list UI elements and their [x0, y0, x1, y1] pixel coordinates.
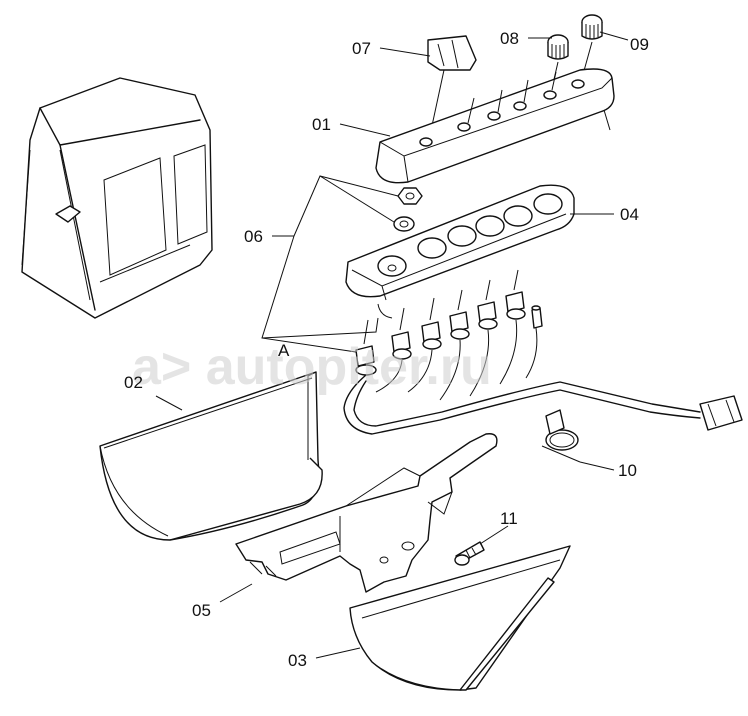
- cover-plate-01: [375, 68, 615, 184]
- cover-03: [349, 545, 571, 691]
- toggle-switch: [449, 289, 470, 340]
- label-06: 06: [244, 227, 263, 246]
- cover-02: [99, 371, 323, 541]
- label-10: 10: [618, 461, 637, 480]
- label-02: 02: [124, 373, 143, 392]
- bracket-05: [235, 433, 498, 593]
- wire-harness: [343, 319, 743, 435]
- label-07: 07: [352, 39, 371, 58]
- toggle-switch: [421, 297, 442, 350]
- watermark: a> autopiter.ru: [132, 338, 492, 396]
- label-11: 11: [500, 509, 518, 528]
- cab-overview: [21, 77, 213, 319]
- leader-lines: [155, 31, 629, 659]
- screw-11: [454, 541, 485, 566]
- nut-washer-06: [393, 187, 423, 232]
- clamp-10: [545, 409, 579, 451]
- label-view-a: A: [278, 341, 290, 360]
- label-09: 09: [630, 35, 649, 54]
- label-08: 08: [500, 29, 519, 48]
- toggle-switch: [355, 319, 377, 376]
- toggle-switch: [391, 307, 412, 360]
- label-01: 01: [312, 115, 331, 134]
- toggle-switch: [477, 279, 498, 330]
- toggle-switches: [355, 269, 543, 376]
- label-05: 05: [192, 601, 211, 620]
- label-04: 04: [620, 205, 639, 224]
- lamp-plug: [531, 305, 543, 329]
- toggle-switch: [505, 269, 526, 320]
- switch-panel-04: [345, 184, 575, 319]
- label-03: 03: [288, 651, 307, 670]
